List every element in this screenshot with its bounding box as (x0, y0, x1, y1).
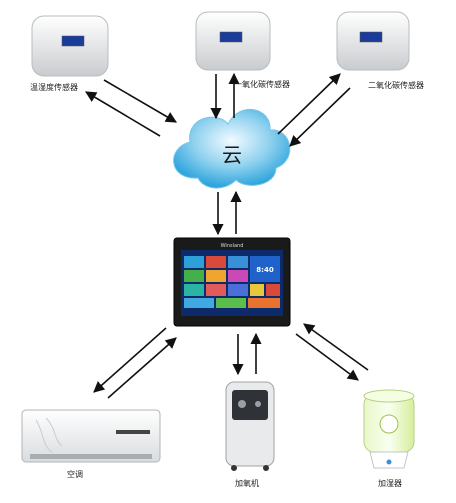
temp-humidity-sensor-label: 温湿度传感器 (30, 83, 78, 92)
temp-humidity-sensor (31, 15, 109, 77)
tile (250, 284, 264, 296)
tablet-clock: 8:40 (256, 266, 274, 274)
ac-display (116, 430, 150, 434)
humidifier-top (363, 389, 415, 403)
air-conditioner-label: 空调 (67, 470, 83, 479)
oxygen-generator-label: 加氧机 (235, 479, 259, 488)
decor-pattern (35, 417, 63, 453)
tile (248, 298, 280, 308)
tile (206, 256, 226, 268)
humidifier-light (386, 459, 392, 465)
tablet-brand: Winsland (221, 243, 244, 249)
tile (228, 270, 248, 282)
tile (228, 256, 248, 268)
oxygen-panel (232, 390, 268, 420)
tile (184, 298, 214, 308)
screen-tiles (184, 256, 280, 308)
co2-sensor (336, 11, 410, 71)
co2-sensor-label: 二氧化碳传感器 (368, 81, 424, 90)
oxygen-generator (225, 381, 275, 471)
sensor-display (359, 31, 383, 43)
cloud: 云 (173, 108, 291, 189)
humidifier-logo (379, 414, 399, 434)
bidirectional-arrow-icon (103, 79, 177, 123)
ac-vent (30, 454, 152, 459)
sensor-display (61, 35, 85, 47)
tile (228, 284, 248, 296)
bidirectional-arrow-icon (295, 333, 359, 381)
air-conditioner (21, 409, 161, 463)
oxygen-knob (255, 401, 261, 407)
arrows-cloud-controller (212, 190, 242, 236)
arrows-controller-devices (93, 323, 369, 399)
cloud-label: 云 (222, 143, 242, 167)
tile (184, 256, 204, 268)
co-sensor (195, 11, 271, 71)
bidirectional-arrow-icon (85, 91, 161, 137)
oxygen-knob (238, 400, 246, 408)
bidirectional-arrow-icon (289, 87, 351, 147)
bidirectional-arrow-icon (93, 327, 167, 393)
wheel (263, 465, 269, 471)
controller-tablet: Winsland 8:40 (173, 237, 291, 327)
arrows-sensors-cloud (85, 72, 351, 147)
tile (184, 284, 204, 296)
tile (266, 284, 280, 296)
humidifier (363, 389, 415, 469)
bidirectional-arrow-icon (107, 337, 177, 399)
tile (216, 298, 246, 308)
wheel (231, 465, 237, 471)
humidifier-label: 加湿器 (378, 479, 402, 488)
tile (206, 270, 226, 282)
sensor-display (219, 31, 243, 43)
co-sensor-label: 一氧化碳传感器 (234, 80, 290, 89)
cloud-icon (173, 108, 291, 189)
bidirectional-arrow-icon (303, 323, 369, 371)
tile (206, 284, 226, 296)
tile (250, 256, 280, 282)
tile (184, 270, 204, 282)
air-conditioner-icon (21, 409, 161, 463)
bidirectional-arrow-icon (277, 73, 341, 135)
